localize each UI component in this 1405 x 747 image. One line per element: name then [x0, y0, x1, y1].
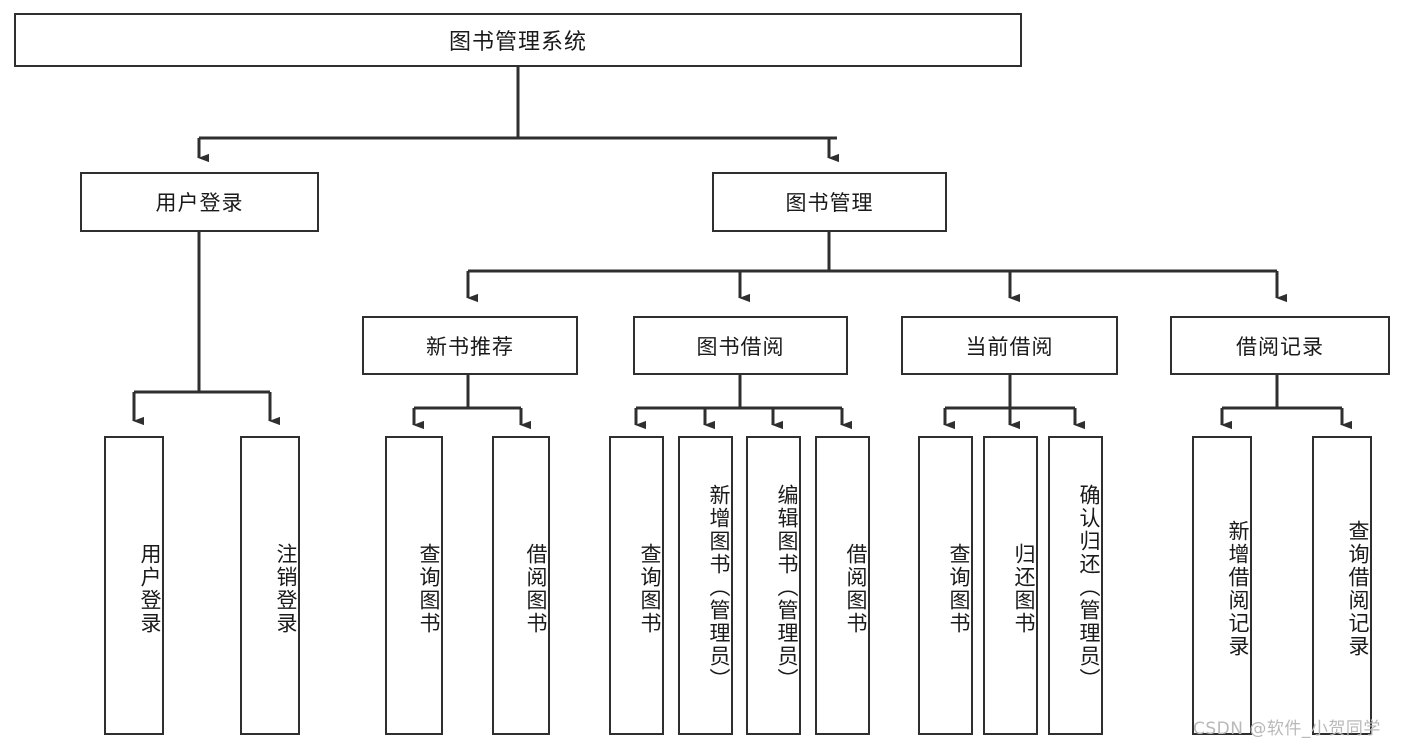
leaf-borrow-record-query[interactable]: 查询借阅记录 [1312, 436, 1372, 735]
leaf-book-borrow-query[interactable]: 查询图书 [609, 436, 664, 735]
leaf-new-book-borrow[interactable]: 借阅图书 [492, 436, 550, 735]
watermark: CSDN @软件_小贺同学 [1193, 719, 1381, 739]
leaf-borrow-record-add[interactable]: 新增借阅记录 [1192, 436, 1252, 735]
leaf-user-login-signout[interactable]: 注销登录 [240, 436, 300, 735]
leaf-book-borrow-add-admin[interactable]: 新增图书（管理员） [678, 436, 733, 735]
leaf-current-borrow-return[interactable]: 归还图书 [983, 436, 1038, 735]
node-new-book-recommend[interactable]: 新书推荐 [362, 316, 578, 375]
leaf-current-borrow-confirm-admin[interactable]: 确认归还（管理员） [1048, 436, 1103, 735]
leaf-new-book-query[interactable]: 查询图书 [385, 436, 443, 735]
node-current-borrow[interactable]: 当前借阅 [901, 316, 1118, 375]
node-book-borrow[interactable]: 图书借阅 [633, 316, 848, 375]
leaf-current-borrow-query[interactable]: 查询图书 [918, 436, 973, 735]
leaf-user-login-signin[interactable]: 用户登录 [104, 436, 164, 735]
node-book-management[interactable]: 图书管理 [712, 172, 947, 232]
leaf-book-borrow-lend[interactable]: 借阅图书 [815, 436, 870, 735]
node-root-system[interactable]: 图书管理系统 [14, 13, 1022, 67]
node-borrow-record[interactable]: 借阅记录 [1170, 316, 1390, 375]
node-user-login[interactable]: 用户登录 [80, 172, 319, 232]
leaf-book-borrow-edit-admin[interactable]: 编辑图书（管理员） [746, 436, 801, 735]
